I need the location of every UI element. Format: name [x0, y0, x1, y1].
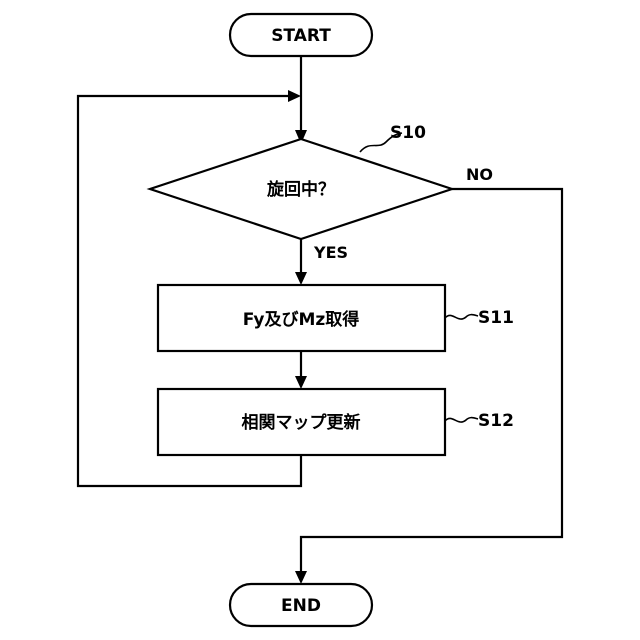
ref-leader-s11 [445, 315, 478, 319]
decision-label: 旋回中？ [266, 179, 335, 200]
ref-leader-s12 [445, 418, 478, 422]
ref-label-s10: S10 [390, 123, 426, 143]
connector-s11-to-s12 [295, 351, 307, 389]
end-terminal: END [230, 584, 372, 626]
ref-label-s11: S11 [478, 308, 514, 328]
arrow-right-icon [288, 90, 301, 102]
start-terminal: START [230, 14, 372, 56]
process-s12-label: 相関マップ更新 [242, 412, 361, 433]
process-s11-label: Fy及びMz取得 [243, 309, 360, 330]
no-label: NO [466, 165, 493, 184]
process-s12: 相関マップ更新 S12 [158, 389, 514, 455]
connector-start-to-decision [295, 56, 307, 144]
arrow-down-icon [295, 272, 307, 285]
decision-node: 旋回中？ S10 [150, 123, 452, 239]
arrow-down-icon [295, 571, 307, 584]
end-label: END [281, 596, 321, 616]
connector-yes: YES [295, 239, 348, 285]
arrow-down-icon [295, 376, 307, 389]
start-label: START [271, 26, 331, 46]
yes-label: YES [313, 243, 348, 262]
process-s11: Fy及びMz取得 S11 [158, 285, 514, 351]
ref-label-s12: S12 [478, 411, 514, 431]
